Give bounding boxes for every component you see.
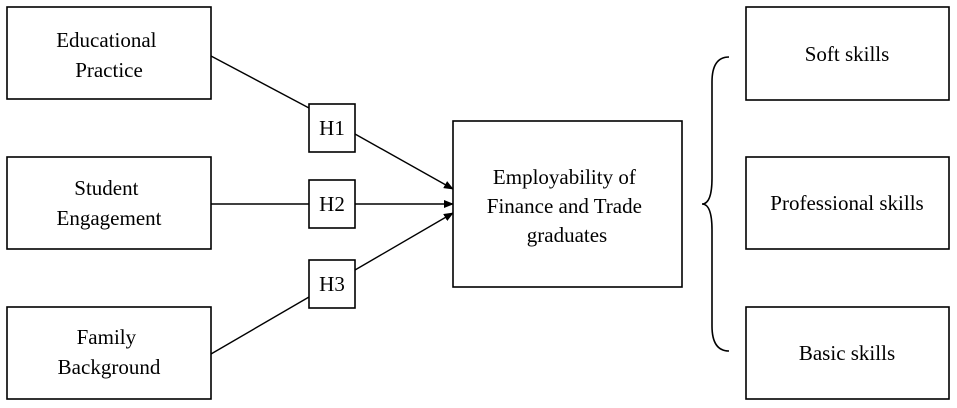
box-professional-skills: Professional skills (745, 156, 950, 250)
hypothesis-h3-label: H3 (319, 272, 345, 296)
educational-practice-line-2: Practice (75, 58, 143, 82)
hypothesis-h2-label: H2 (319, 192, 345, 216)
employability-line-3: graduates (527, 223, 607, 247)
hypothesis-h2: H2 (308, 179, 356, 229)
svg-text:Family Background: Family Background (58, 325, 161, 379)
professional-skills-label: Professional skills (770, 191, 923, 215)
hypothesis-h1: H1 (308, 103, 356, 153)
employability-line-1: Employability of (493, 165, 636, 189)
svg-text:Student Engagement: Student Engagement (57, 176, 162, 230)
employability-line-2: Finance and Trade (487, 194, 642, 218)
svg-text:Employability of Finance: Employability of Finance and Trade gradu… (487, 165, 647, 247)
edge-h1-to-employability (354, 133, 454, 190)
edge-h3-to-employability (354, 212, 454, 271)
edge-family-background-to-h3 (210, 296, 310, 355)
family-background-line-1: Family (77, 325, 137, 349)
student-engagement-line-2: Engagement (57, 206, 162, 230)
box-educational-practice: Educational Practice (6, 6, 212, 100)
box-family-background: Family Background (6, 306, 212, 400)
box-basic-skills: Basic skills (745, 306, 950, 400)
basic-skills-label: Basic skills (799, 341, 895, 365)
educational-practice-line-1: Educational (56, 28, 156, 52)
family-background-line-2: Background (58, 355, 161, 379)
student-engagement-line-1: Student (74, 176, 138, 200)
soft-skills-label: Soft skills (805, 42, 890, 66)
box-student-engagement: Student Engagement (6, 156, 212, 250)
hypothesis-h3: H3 (308, 259, 356, 309)
curly-brace (701, 56, 730, 352)
hypothesis-h1-label: H1 (319, 116, 345, 140)
box-soft-skills: Soft skills (745, 6, 950, 101)
box-employability: Employability of Finance and Trade gradu… (452, 120, 683, 288)
edge-educational-practice-to-h1 (210, 55, 310, 109)
svg-text:Educational Practice: Educational Practice (56, 28, 162, 82)
